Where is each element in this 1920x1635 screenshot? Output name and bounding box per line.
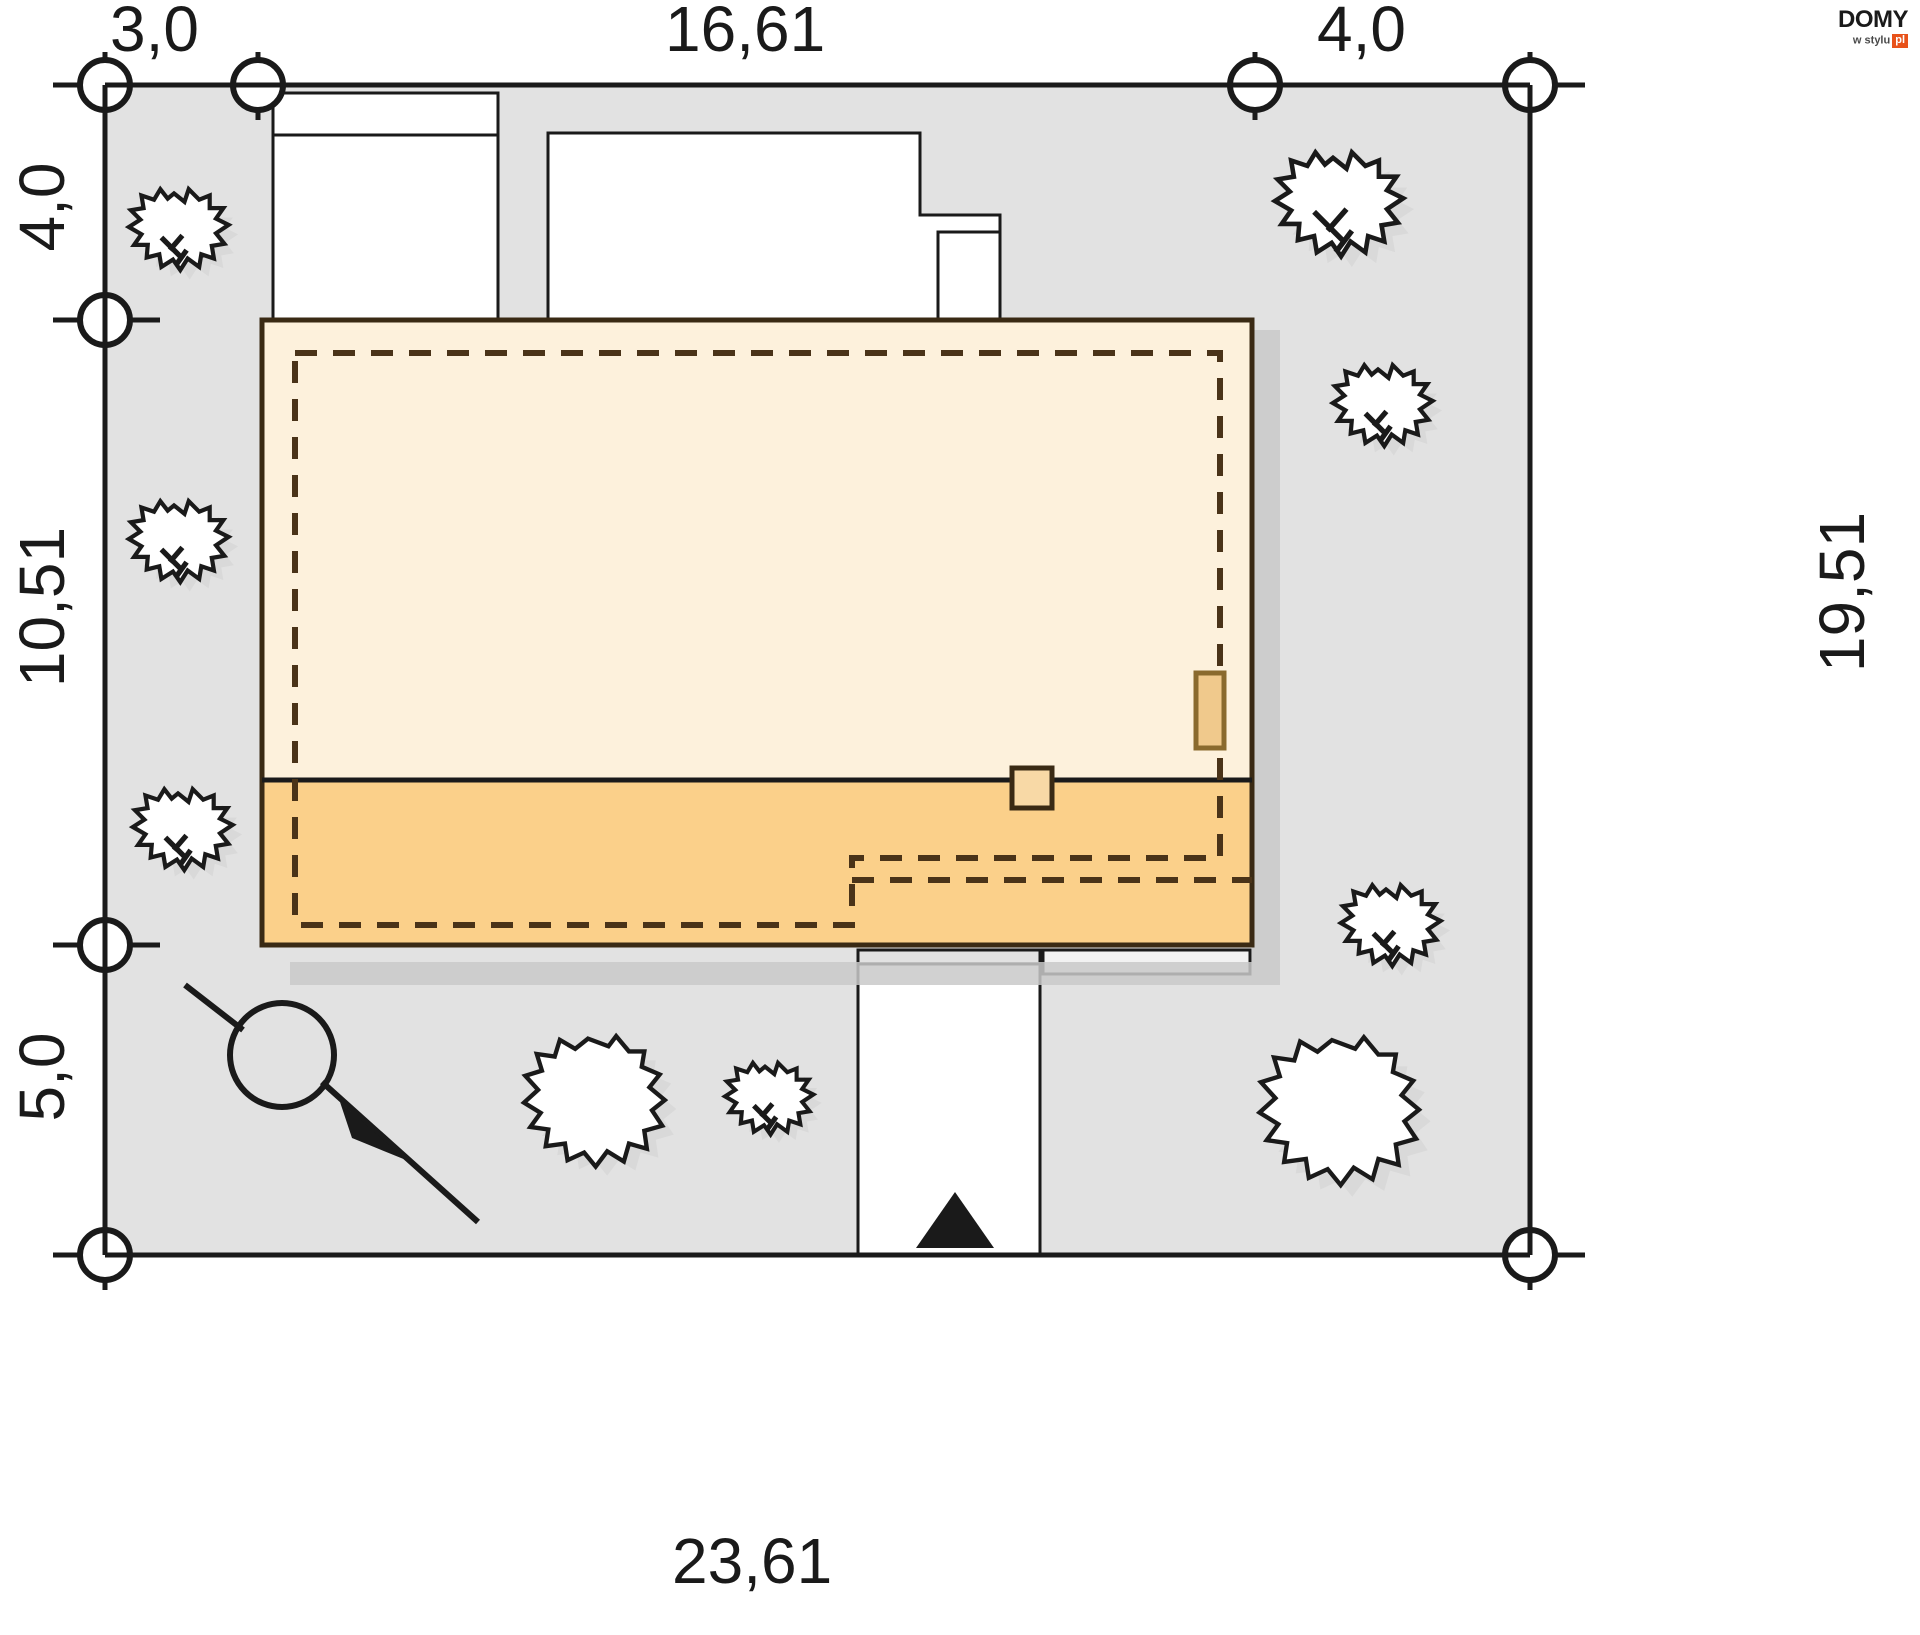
entrance-triangle [916, 1192, 994, 1248]
roof-plane-lower [262, 780, 1252, 945]
dim-label-right: 19,51 [1806, 511, 1878, 673]
dim-label-left-lower: 5,0 [6, 1032, 78, 1122]
neighbour-building-left [271, 91, 500, 322]
bush-bottom-2 [725, 1063, 822, 1143]
logo-wordmark: DOMY [1838, 6, 1909, 33]
tree-right-3 [1341, 885, 1451, 976]
dim-label-top-center: 16,61 [665, 0, 826, 65]
dim-label-left-upper: 4,0 [6, 162, 78, 252]
dim-label-top-right: 4,0 [1317, 0, 1406, 65]
skylight [1193, 670, 1227, 751]
roof-plane-upper [262, 320, 1252, 780]
dim-label-left-middle: 10,51 [6, 526, 78, 688]
tree-left-1 [129, 189, 239, 280]
tree-right-2 [1333, 365, 1443, 456]
building-footprint [259, 317, 1255, 948]
wall-outline-dashed [292, 350, 1252, 928]
chimney-square [1009, 765, 1055, 811]
dim-label-bottom: 23,61 [672, 1525, 833, 1597]
logo-tagline: w stylu [1852, 34, 1891, 47]
logo-tld-badge: pl [1892, 33, 1908, 48]
tree-left-3 [133, 789, 243, 880]
dim-label-top-left: 3,0 [110, 0, 199, 65]
dimension-lines [102, 82, 1533, 1258]
north-arrow-compass [183, 982, 481, 1225]
tree-left-2 [129, 501, 239, 592]
tree-right-1 [1275, 152, 1414, 268]
